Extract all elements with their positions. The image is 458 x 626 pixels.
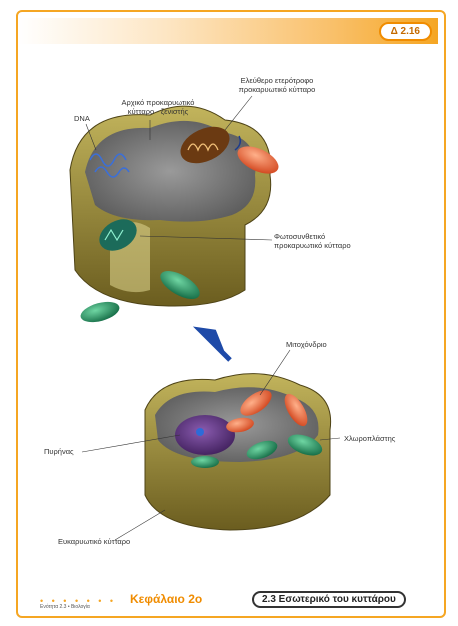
transition-arrow	[200, 330, 230, 360]
ancestral-cell-label: Αρχικό προκαρυωτικό κύτταρο - ξενιστής	[118, 98, 198, 116]
nucleus-shape	[175, 415, 235, 455]
chloroplast-label: Χλωροπλάστης	[344, 434, 424, 443]
photosynthetic-prokaryote-label: Φωτοσυνθετικό προκαρυωτικό κύτταρο	[274, 232, 374, 250]
chapter-title: Κεφάλαιο 2ο	[130, 592, 202, 606]
aerobic-prokaryote-label: Ελεύθερο ετερότροφο προκαρυωτικό κύτταρο	[232, 76, 322, 94]
page-footer: • • • • • • • Ενότητα 2.3 • Βιολογία Κεφ…	[30, 588, 440, 612]
section-title-pill: 2.3 Εσωτερικό του κυττάρου	[252, 591, 406, 608]
mitochondrion-label: Μιτοχόνδριο	[286, 340, 366, 349]
footer-small-text: Ενότητα 2.3 • Βιολογία	[40, 604, 90, 610]
eukaryotic-cell-label: Ευκαρυωτικό κύτταρο	[58, 537, 158, 546]
nucleus-label: Πυρήνας	[44, 447, 104, 456]
dna-label: DNA	[74, 114, 104, 123]
